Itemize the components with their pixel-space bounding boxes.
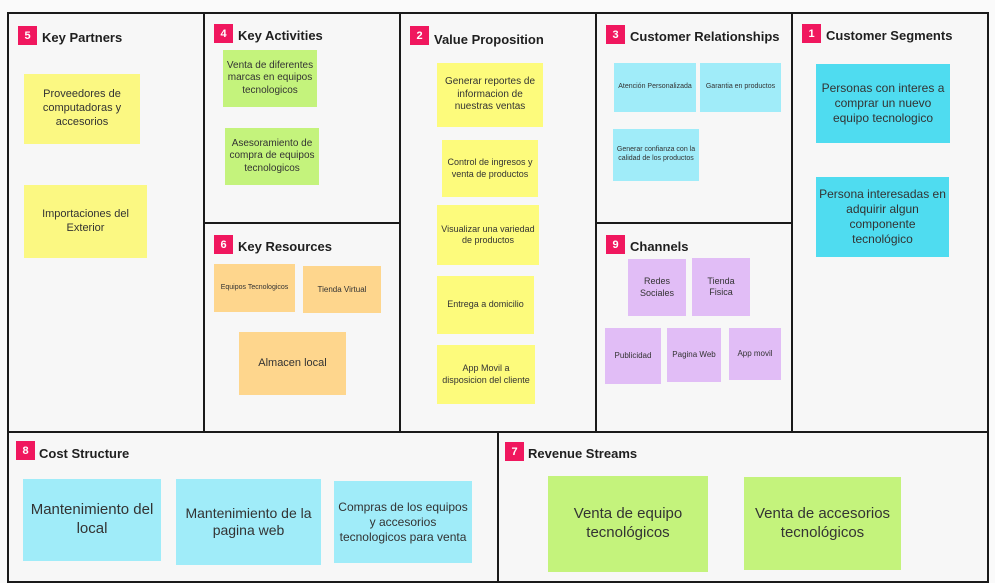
sticky-note-garantia[interactable]: Garantia en productos [700, 63, 781, 112]
customer-segments-title: Customer Segments [826, 28, 953, 43]
sticky-note-redes[interactable]: Redes Sociales [628, 259, 686, 316]
sticky-note-venta-accesorios[interactable]: Venta de accesorios tecnológicos [744, 477, 901, 570]
sticky-note-pagina-web[interactable]: Pagina Web [667, 328, 721, 382]
channels-section: 9 Channels [595, 222, 793, 433]
cost-structure-number-badge: 8 [16, 441, 35, 460]
sticky-note-control-ingresos[interactable]: Control de ingresos y venta de productos [442, 140, 538, 197]
key-resources-section: 6 Key Resources [203, 222, 401, 433]
revenue-streams-number-badge: 7 [505, 442, 524, 461]
value-proposition-title: Value Proposition [434, 32, 544, 47]
key-activities-number-badge: 4 [214, 24, 233, 43]
key-resources-title: Key Resources [238, 239, 332, 254]
channels-title: Channels [630, 239, 689, 254]
sticky-note-personas-componente[interactable]: Persona interesadas en adquirir algun co… [816, 177, 949, 257]
customer-segments-number-badge: 1 [802, 24, 821, 43]
sticky-note-equipos[interactable]: Equipos Tecnologicos [214, 264, 295, 312]
key-partners-number-badge: 5 [18, 26, 37, 45]
key-partners-title: Key Partners [42, 30, 123, 45]
sticky-note-venta-marcas[interactable]: Venta de diferentes marcas en equipos te… [223, 50, 317, 107]
sticky-note-confianza[interactable]: Generar confianza con la calidad de los … [613, 129, 699, 181]
sticky-note-entrega[interactable]: Entrega a domicilio [437, 276, 534, 334]
value-proposition-number-badge: 2 [410, 26, 429, 45]
key-activities-section: 4 Key Activities [203, 12, 401, 224]
cost-structure-title: Cost Structure [39, 446, 130, 461]
sticky-note-importaciones[interactable]: Importaciones del Exterior [24, 185, 147, 258]
key-resources-number-badge: 6 [214, 235, 233, 254]
sticky-note-asesoramiento[interactable]: Asesoramiento de compra de equipos tecno… [225, 128, 319, 185]
sticky-note-app-movil[interactable]: App movil [729, 328, 781, 380]
sticky-note-publicidad[interactable]: Publicidad [605, 328, 661, 384]
sticky-note-tienda-virtual[interactable]: Tienda Virtual [303, 266, 381, 313]
sticky-note-compras-equipos[interactable]: Compras de los equipos y accesorios tecn… [334, 481, 472, 563]
sticky-note-mantenimiento-web[interactable]: Mantenimiento de la pagina web [176, 479, 321, 565]
revenue-streams-title: Revenue Streams [528, 446, 638, 461]
sticky-note-visualizar[interactable]: Visualizar una variedad de productos [437, 205, 539, 265]
sticky-note-atencion[interactable]: Atención Personalizada [614, 63, 696, 112]
key-activities-title: Key Activities [238, 28, 323, 43]
sticky-note-reportes[interactable]: Generar reportes de informacion de nuest… [437, 63, 543, 127]
sticky-note-personas-interes[interactable]: Personas con interes a comprar un nuevo … [816, 64, 950, 143]
customer-relationships-number-badge: 3 [606, 25, 625, 44]
channels-number-badge: 9 [606, 235, 625, 254]
sticky-note-almacen[interactable]: Almacen local [239, 332, 346, 395]
sticky-note-mantenimiento-local[interactable]: Mantenimiento del local [23, 479, 161, 561]
sticky-note-venta-equipo[interactable]: Venta de equipo tecnológicos [548, 476, 708, 572]
sticky-note-app-movil-cliente[interactable]: App Movil a disposicion del cliente [437, 345, 535, 404]
sticky-note-proveedores[interactable]: Proveedores de computadoras y accesorios [24, 74, 140, 144]
sticky-note-tienda-fisica[interactable]: Tienda Fisica [692, 258, 750, 316]
customer-relationships-title: Customer Relationships [630, 29, 780, 44]
customer-relationships-section: 3 Customer Relationships [595, 12, 793, 224]
